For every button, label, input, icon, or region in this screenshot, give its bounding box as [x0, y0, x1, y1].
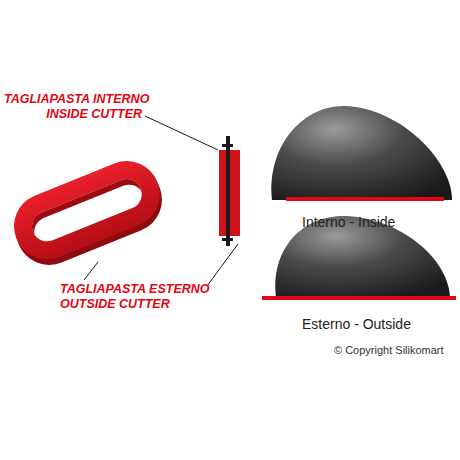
ring-hole	[27, 175, 146, 246]
ring-top	[4, 151, 170, 269]
caption-label: Interno - Inside	[302, 214, 395, 230]
cutter-section	[219, 136, 240, 246]
dough-shape	[271, 106, 452, 200]
inside-cut-line	[286, 197, 444, 201]
copyright-note: © Copyright Silikomart	[334, 344, 444, 357]
caption-label: Esterno - Outside	[302, 316, 411, 332]
cutter-label: INSIDE CUTTER	[46, 107, 142, 121]
outside-cut-line	[262, 296, 456, 300]
cutter-label: TAGLIAPASTA INTERNO	[4, 92, 149, 106]
ring-cutter	[4, 151, 172, 275]
ring-inner-wall	[27, 175, 142, 238]
cutter-label: OUTSIDE CUTTER	[60, 297, 170, 311]
leader-lines	[84, 116, 238, 286]
cutter-label: TAGLIAPASTA ESTERNO	[60, 282, 210, 296]
